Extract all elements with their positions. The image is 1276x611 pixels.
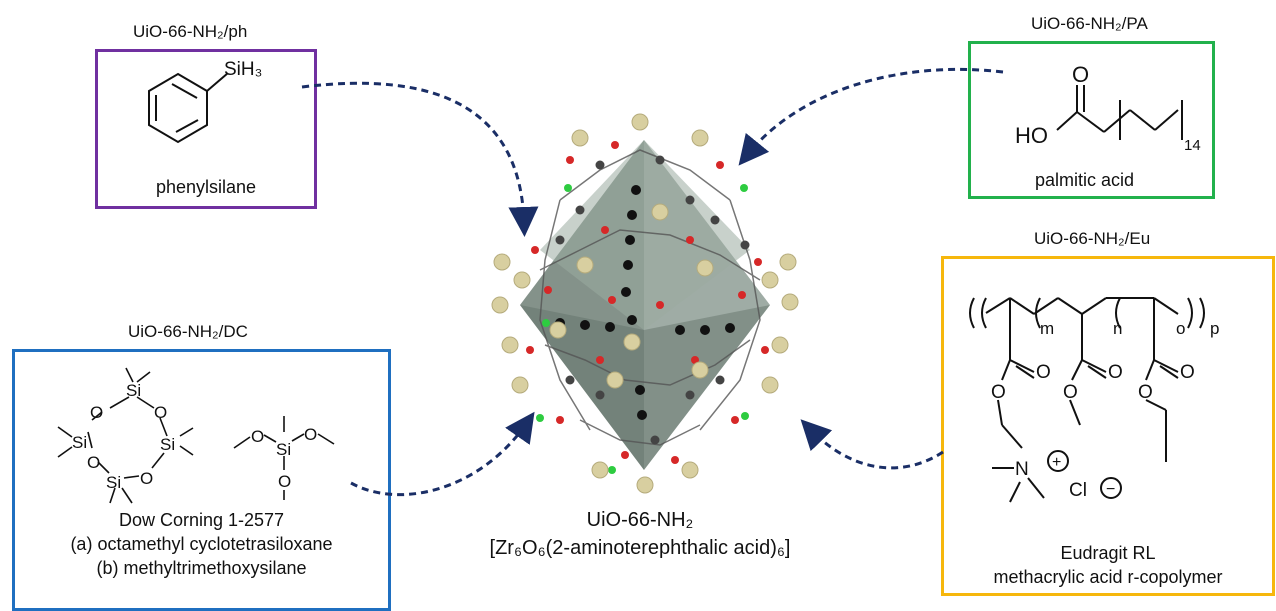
dc-o-3: O xyxy=(87,453,100,472)
dow-corning-line3: (b) methyltrimethoxysilane xyxy=(96,558,307,578)
phenylsilane-caption: phenylsilane xyxy=(156,177,257,197)
eudragit-caption: Eudragit RL methacrylic acid r-copolymer xyxy=(941,541,1275,589)
eu-n: n xyxy=(1113,319,1122,338)
box-eudragit xyxy=(941,256,1275,596)
palmitic-subscript: 14 xyxy=(1184,137,1201,154)
uio66-octahedron xyxy=(491,113,799,494)
arrow-ph xyxy=(301,81,539,237)
dc-si-2: Si xyxy=(160,435,175,454)
mtms-o-3: O xyxy=(278,472,291,491)
palmitic-acid-structure xyxy=(1056,85,1183,140)
label-eu: UiO-66-NH₂/Eu xyxy=(1034,229,1151,248)
eu-o: o xyxy=(1176,319,1185,338)
mtms-o-2: O xyxy=(304,425,317,444)
dc-o-1: O xyxy=(154,403,167,422)
center-formula: [Zr₆O₆(2-aminoterephthalic acid)₆] xyxy=(489,537,791,559)
eu-minus: − xyxy=(1106,481,1115,498)
eudragit-labels: m n o p O O O O O O N + Cl − xyxy=(991,319,1219,501)
cyclotetrasiloxane-structure xyxy=(57,367,194,504)
eudragit-structure xyxy=(969,297,1205,503)
mtms-si: Si xyxy=(276,440,291,459)
eu-o-2: O xyxy=(991,382,1006,403)
eu-o-5: O xyxy=(1180,362,1195,383)
palmitic-ho-label: HO xyxy=(1015,123,1048,148)
palmitic-o-label: O xyxy=(1072,62,1089,87)
phenylsilane-group-label: SiH₃ xyxy=(224,59,262,80)
center-name: UiO-66-NH₂ xyxy=(586,509,694,531)
dc-si-1: Si xyxy=(126,381,141,400)
methyltrimethoxysilane-structure xyxy=(233,416,335,500)
dc-si-3: Si xyxy=(106,473,121,492)
palmitic-acid-caption: palmitic acid xyxy=(1035,170,1135,190)
label-dc: UiO-66-NH₂/DC xyxy=(128,322,248,341)
eu-o-4: O xyxy=(1063,382,1078,403)
arrow-pa xyxy=(738,67,1004,166)
eu-o-6: O xyxy=(1138,382,1153,403)
eu-m: m xyxy=(1040,319,1054,338)
eu-chloride: Cl xyxy=(1069,480,1087,501)
eu-nitrogen: N xyxy=(1015,459,1029,480)
dc-o-4: O xyxy=(90,403,103,422)
eu-o-3: O xyxy=(1108,362,1123,383)
arrow-dc xyxy=(350,411,535,497)
label-ph: UiO-66-NH₂/ph xyxy=(133,22,248,41)
dc-o-2: O xyxy=(140,469,153,488)
eudragit-line1: Eudragit RL xyxy=(1060,543,1156,563)
eu-p: p xyxy=(1210,319,1219,338)
dow-corning-line1: Dow Corning 1-2577 xyxy=(118,510,285,530)
phenylsilane-structure xyxy=(148,72,229,144)
eudragit-line2: methacrylic acid r-copolymer xyxy=(993,567,1223,587)
box-palmitic-acid xyxy=(968,41,1215,199)
methyltrimethoxysilane-labels: O Si O O xyxy=(251,425,317,491)
eu-o-1: O xyxy=(1036,362,1051,383)
eu-plus: + xyxy=(1052,454,1061,471)
box-phenylsilane xyxy=(95,49,317,209)
dc-si-4: Si xyxy=(72,433,87,452)
dow-corning-line2: (a) octamethyl cyclotetrasiloxane xyxy=(70,534,333,554)
mtms-o-1: O xyxy=(251,427,264,446)
label-pa: UiO-66-NH₂/PA xyxy=(1031,14,1148,33)
arrow-eu xyxy=(800,419,944,470)
cyclotetrasiloxane-labels: Si O Si O Si O Si O xyxy=(72,381,175,492)
dow-corning-caption: Dow Corning 1-2577 (a) octamethyl cyclot… xyxy=(12,508,391,580)
